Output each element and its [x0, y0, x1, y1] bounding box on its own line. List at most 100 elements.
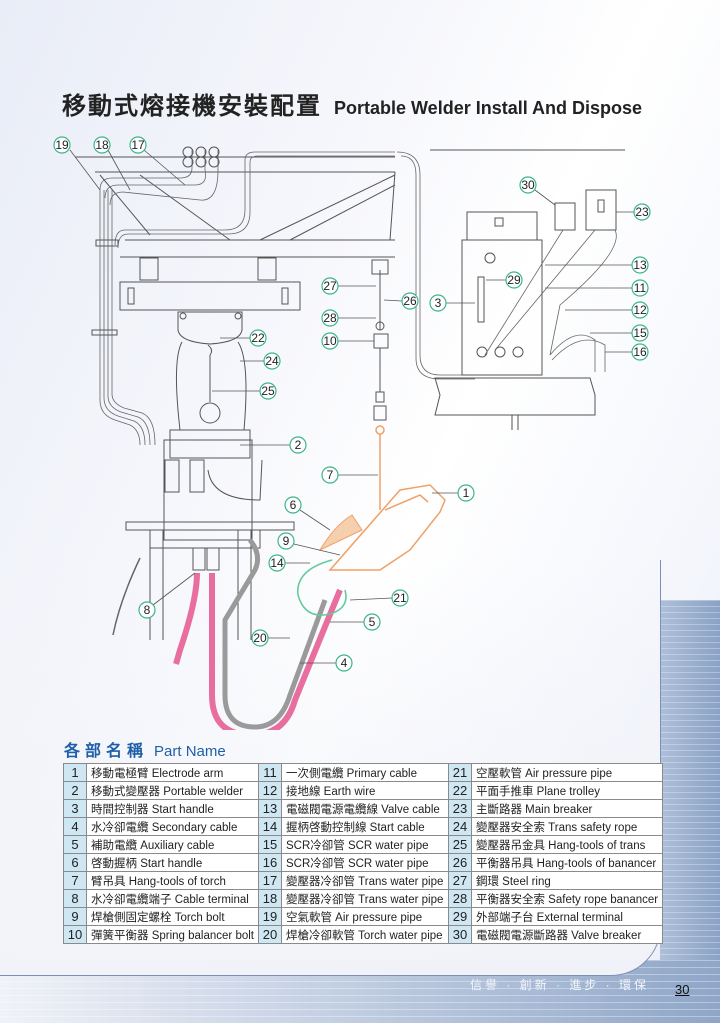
callout-17: 17: [129, 136, 186, 186]
callout-14: 14: [268, 554, 310, 572]
part-name: 外部端子台 External terminal: [470, 907, 664, 926]
callout-5: 5: [330, 613, 381, 631]
callout-11: 11: [545, 279, 649, 297]
callout-18: 18: [93, 136, 131, 191]
part-number: 8: [63, 889, 87, 908]
part-number: 6: [63, 853, 87, 872]
callout-23: 23: [616, 203, 651, 221]
page-title: 移動式熔接機安裝配置 Portable Welder Install And D…: [62, 86, 642, 121]
svg-text:17: 17: [131, 138, 145, 152]
part-name: 時間控制器 Start handle: [86, 799, 259, 818]
svg-text:3: 3: [435, 296, 442, 310]
hose-bundle: [91, 190, 156, 446]
callout-20: 20: [251, 629, 290, 647]
callout-19: 19: [53, 136, 101, 191]
part-number: 29: [447, 907, 472, 926]
svg-text:24: 24: [265, 354, 279, 368]
svg-text:26: 26: [403, 294, 417, 308]
part-name: 平衡器安全索 Safety rope banancer: [470, 889, 664, 908]
part-name: 握柄啓動控制線 Start cable: [280, 817, 449, 836]
parts-heading-chinese: 各部名稱: [64, 743, 149, 760]
svg-text:5: 5: [369, 615, 376, 629]
part-name: 接地線 Earth wire: [280, 781, 449, 800]
callout-6: 6: [284, 496, 331, 531]
callout-28: 28: [321, 309, 376, 327]
callout-1: 1: [432, 484, 475, 502]
callout-30: 30: [519, 176, 556, 206]
title-english: Portable Welder Install And Dispose: [334, 98, 643, 118]
callout-9: 9: [277, 532, 341, 556]
svg-text:1: 1: [463, 486, 470, 500]
part-name: 焊槍冷卻軟管 Torch water pipe: [280, 925, 449, 944]
part-number: 16: [257, 853, 282, 872]
callout-2: 2: [240, 436, 307, 454]
part-name: 主斷路器 Main breaker: [470, 799, 664, 818]
portable-welder-transformer: [112, 429, 295, 640]
part-name: 變壓器安全索 Trans safety rope: [470, 817, 664, 836]
part-number: 17: [257, 871, 282, 890]
part-number: 26: [447, 853, 472, 872]
svg-text:7: 7: [327, 468, 334, 482]
svg-text:2: 2: [295, 438, 302, 452]
part-number: 10: [63, 925, 87, 944]
part-number: 22: [447, 781, 472, 800]
electrode-arm-torch: [318, 425, 446, 571]
svg-text:28: 28: [323, 311, 337, 325]
part-number: 27: [447, 871, 472, 890]
part-name: 移動電極臂 Electrode arm: [86, 763, 259, 782]
svg-text:14: 14: [270, 556, 284, 570]
part-number: 11: [257, 763, 282, 782]
part-name: 水冷卻電纜 Secondary cable: [86, 817, 259, 836]
part-number: 15: [257, 835, 282, 854]
part-name: 臂吊具 Hang-tools of torch: [86, 871, 259, 890]
part-number: 12: [257, 781, 282, 800]
svg-text:22: 22: [251, 331, 265, 345]
svg-text:27: 27: [323, 279, 337, 293]
spring-balancer: [373, 270, 389, 421]
svg-text:9: 9: [283, 534, 290, 548]
callout-27: 27: [321, 277, 376, 295]
svg-text:29: 29: [507, 273, 521, 287]
part-number: 19: [257, 907, 282, 926]
svg-text:25: 25: [261, 384, 275, 398]
svg-text:8: 8: [144, 603, 151, 617]
svg-text:4: 4: [341, 656, 348, 670]
part-name: SCR冷卻管 SCR water pipe: [280, 835, 449, 854]
callout-16: 16: [605, 343, 649, 361]
part-name: SCR冷卻管 SCR water pipe: [280, 853, 449, 872]
callout-26: 26: [383, 292, 419, 310]
part-number: 14: [257, 817, 282, 836]
callout-25: 25: [212, 382, 277, 400]
svg-text:21: 21: [393, 591, 407, 605]
part-number: 21: [447, 763, 472, 782]
part-name: 變壓器吊金具 Hang-tools of trans: [470, 835, 664, 854]
part-number: 5: [63, 835, 87, 854]
part-name: 電磁閥電源電纜線 Valve cable: [280, 799, 449, 818]
part-number: 2: [63, 781, 87, 800]
part-name: 啓動握柄 Start handle: [86, 853, 259, 872]
part-name: 焊槍側固定螺栓 Torch bolt: [86, 907, 259, 926]
svg-text:20: 20: [253, 631, 267, 645]
part-name: 補助電纜 Auxiliary cable: [86, 835, 259, 854]
company-slogan: 信譽 · 創新 · 進步 · 環保: [470, 978, 649, 992]
callout-24: 24: [240, 352, 281, 370]
callout-13: 13: [545, 256, 649, 274]
side-decoration: [660, 600, 720, 980]
title-chinese: 移動式熔接機安裝配置: [62, 91, 322, 120]
part-number: 25: [447, 835, 472, 854]
plane-trolley: [119, 257, 389, 431]
callout-22: 22: [220, 329, 267, 347]
part-name: 平衡器吊具 Hang-tools of banancer: [470, 853, 664, 872]
svg-text:6: 6: [290, 498, 297, 512]
svg-text:16: 16: [633, 345, 647, 359]
control-cabinet: [434, 189, 617, 430]
callout-15: 15: [590, 324, 649, 342]
part-number: 1: [63, 763, 87, 782]
part-number: 3: [63, 799, 87, 818]
